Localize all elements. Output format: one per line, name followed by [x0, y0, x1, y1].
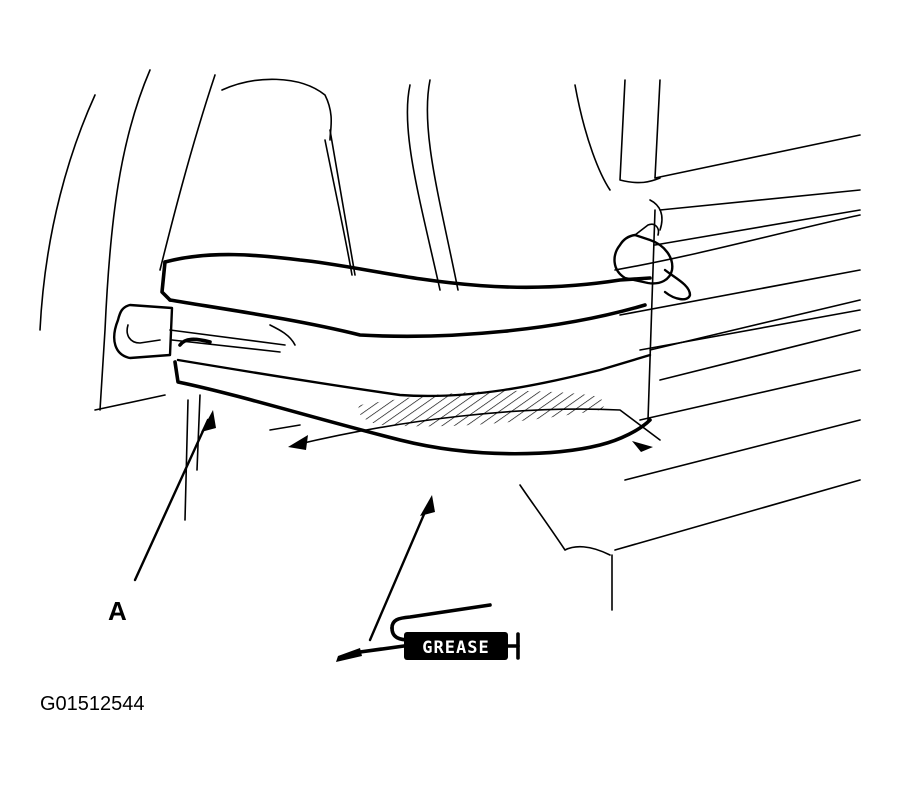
retaining-clip [613, 199, 692, 421]
figure-id: G01512544 [40, 693, 145, 715]
trim-strip-a [160, 252, 861, 456]
arrowhead-grease [420, 495, 435, 516]
grease-label: GREASE [422, 638, 489, 658]
callout-label-a: A [108, 596, 127, 626]
extent-arrows [288, 408, 661, 452]
mounting-bracket [113, 303, 296, 360]
leader-arrow-grease [368, 495, 435, 642]
grease-gun-icon: GREASE [336, 603, 520, 662]
arrowhead-a [201, 410, 216, 432]
background-panels [39, 69, 861, 611]
grease-area [358, 390, 605, 427]
leader-arrow-a [133, 410, 216, 582]
